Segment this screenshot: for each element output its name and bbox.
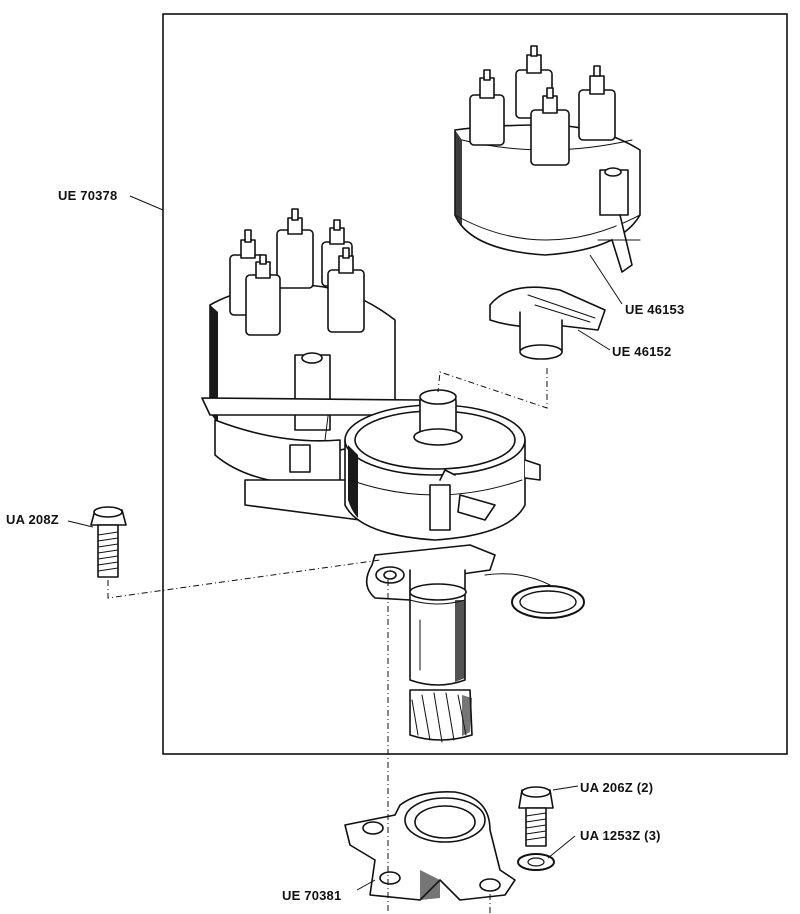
label-clamp-plate: UE 70381 xyxy=(282,888,341,903)
distributor-housing xyxy=(344,389,541,541)
distributor-body xyxy=(201,208,421,521)
label-rotor: UE 46152 xyxy=(612,344,671,359)
distributor-cap-part xyxy=(454,45,641,273)
plate-bolt-part xyxy=(518,786,554,847)
distributor-shank xyxy=(365,544,551,686)
leader-lines xyxy=(67,195,623,891)
clamp-plate-part xyxy=(344,790,516,901)
label-distributor-cap: UE 46153 xyxy=(625,302,684,317)
o-ring-seal xyxy=(511,585,585,619)
label-distributor-assembly: UE 70378 xyxy=(58,188,117,203)
drive-gear xyxy=(409,689,473,743)
assembly-frame xyxy=(162,13,788,755)
label-plate-bolt: UA 206Z (2) xyxy=(580,780,653,795)
label-plate-washer: UA 1253Z (3) xyxy=(580,828,661,843)
plate-washer-part xyxy=(517,853,555,871)
rotor-part xyxy=(489,286,606,360)
label-clamp-bolt: UA 208Z xyxy=(6,512,59,527)
assembly-lines xyxy=(107,368,548,914)
clamp-bolt-part xyxy=(90,506,127,578)
